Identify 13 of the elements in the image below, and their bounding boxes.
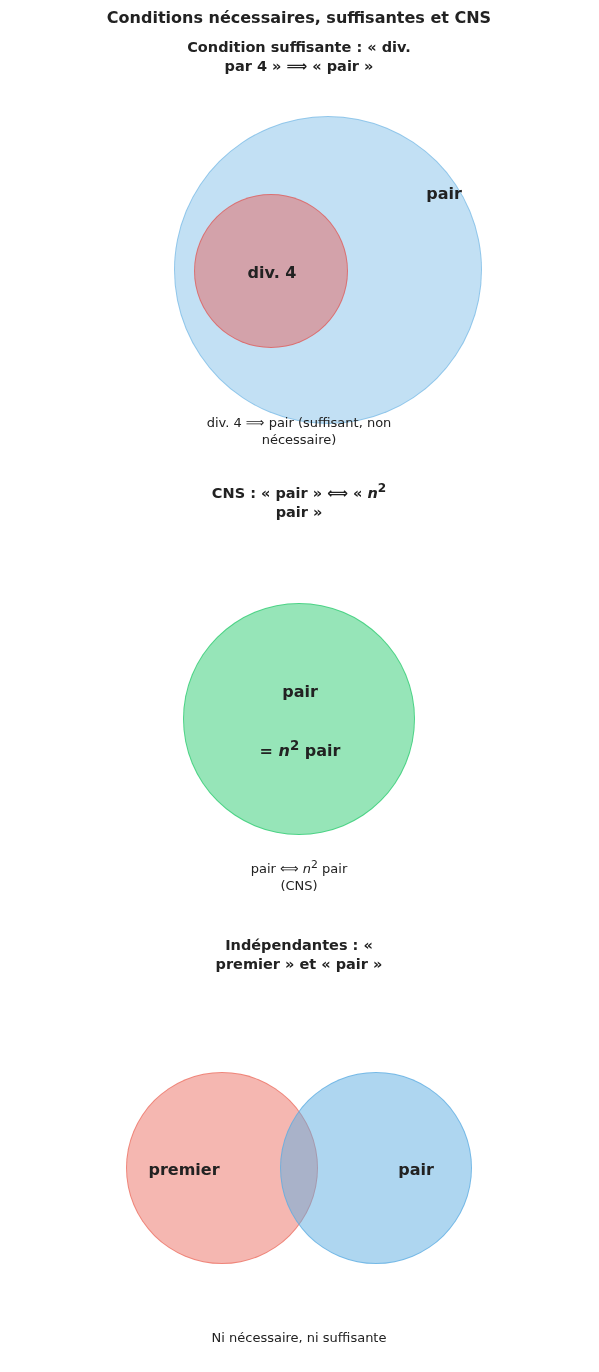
set-label: = n$^{2}$ pair: [259, 737, 341, 761]
diagram-title: Conditions nécessaires, suffisantes et CNS: [106, 8, 492, 29]
set-label: div. 4: [247, 262, 297, 282]
set-label: pair: [398, 1159, 434, 1179]
panel-heading: Condition suffisante : « div. par 4 » ⟹ « pair »: [186, 38, 412, 76]
panel-caption: div. 4 ⟹ pair (suffisant, non nécessaire): [205, 415, 393, 449]
panel-heading: CNS : « pair » ⟺ « n$^{2}$ pair »: [210, 481, 388, 522]
panel-heading: Indépendantes : « premier » et « pair »: [214, 936, 384, 974]
set-label: pair: [426, 183, 462, 203]
panel-caption: pair ⟺ n$^{2}$ pair (CNS): [249, 858, 349, 896]
set-label: premier: [148, 1159, 220, 1179]
set-label: pair: [282, 681, 318, 701]
panel-caption: Ni nécessaire, ni suffisante: [210, 1330, 388, 1347]
